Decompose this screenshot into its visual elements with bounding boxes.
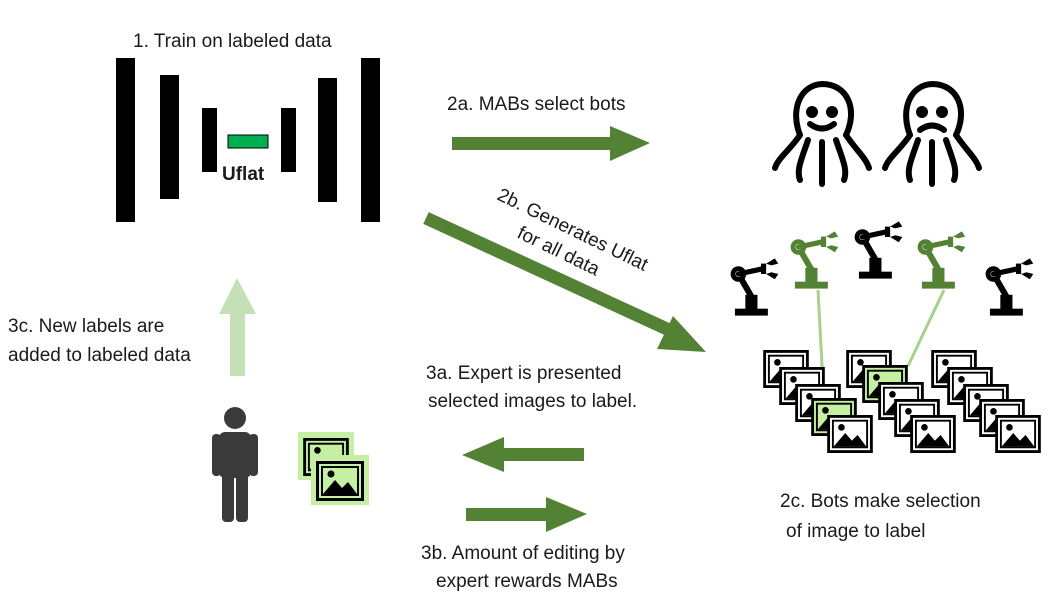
bottleneck-label: Uflat: [222, 164, 265, 185]
robot-arm-icon: [731, 258, 779, 315]
robot-arm-icon: [986, 258, 1034, 315]
robot-arm-icon-selected: [918, 231, 966, 288]
network-layer-4: [281, 108, 296, 172]
selected-images-icon: [298, 432, 369, 505]
step1-label: 1. Train on labeled data: [133, 31, 332, 52]
arrow-3b: [466, 497, 587, 532]
step2c-label-line1: 2c. Bots make selection: [780, 491, 981, 512]
network-layer-5: [318, 78, 337, 202]
step2c-label-line2: of image to label: [786, 521, 925, 542]
bottleneck-bar: [227, 134, 269, 149]
robot-arm-icon-selected: [791, 231, 839, 288]
arrow-2b: [423, 212, 706, 352]
encoder-decoder-network-icon: [116, 58, 380, 222]
arrow-3c: [219, 278, 256, 376]
robot-arms: [731, 221, 1034, 315]
step3b-label-line1: 3b. Amount of editing by: [421, 543, 625, 564]
person-icon: [212, 407, 258, 522]
arrow-2a: [452, 126, 650, 161]
step3a-label-line2: selected images to label.: [428, 391, 637, 412]
network-layer-3: [202, 108, 217, 172]
step3b-label-line2: expert rewards MABs: [436, 571, 618, 592]
robot-arm-icon: [855, 221, 903, 278]
step2a-label: 2a. MABs select bots: [447, 94, 625, 115]
network-layer-2: [160, 75, 179, 199]
selection-link: [906, 289, 946, 367]
step3c-label-line1: 3c. New labels are: [8, 316, 164, 337]
step3c-label-line2: added to labeled data: [8, 345, 191, 366]
network-layer-1: [116, 58, 135, 222]
happy-octopus-icon: [772, 81, 872, 187]
network-layer-6: [361, 58, 380, 222]
step3a-label-line1: 3a. Expert is presented: [426, 363, 621, 384]
arrow-3a: [462, 437, 584, 472]
sad-octopus-icon: [882, 81, 982, 187]
